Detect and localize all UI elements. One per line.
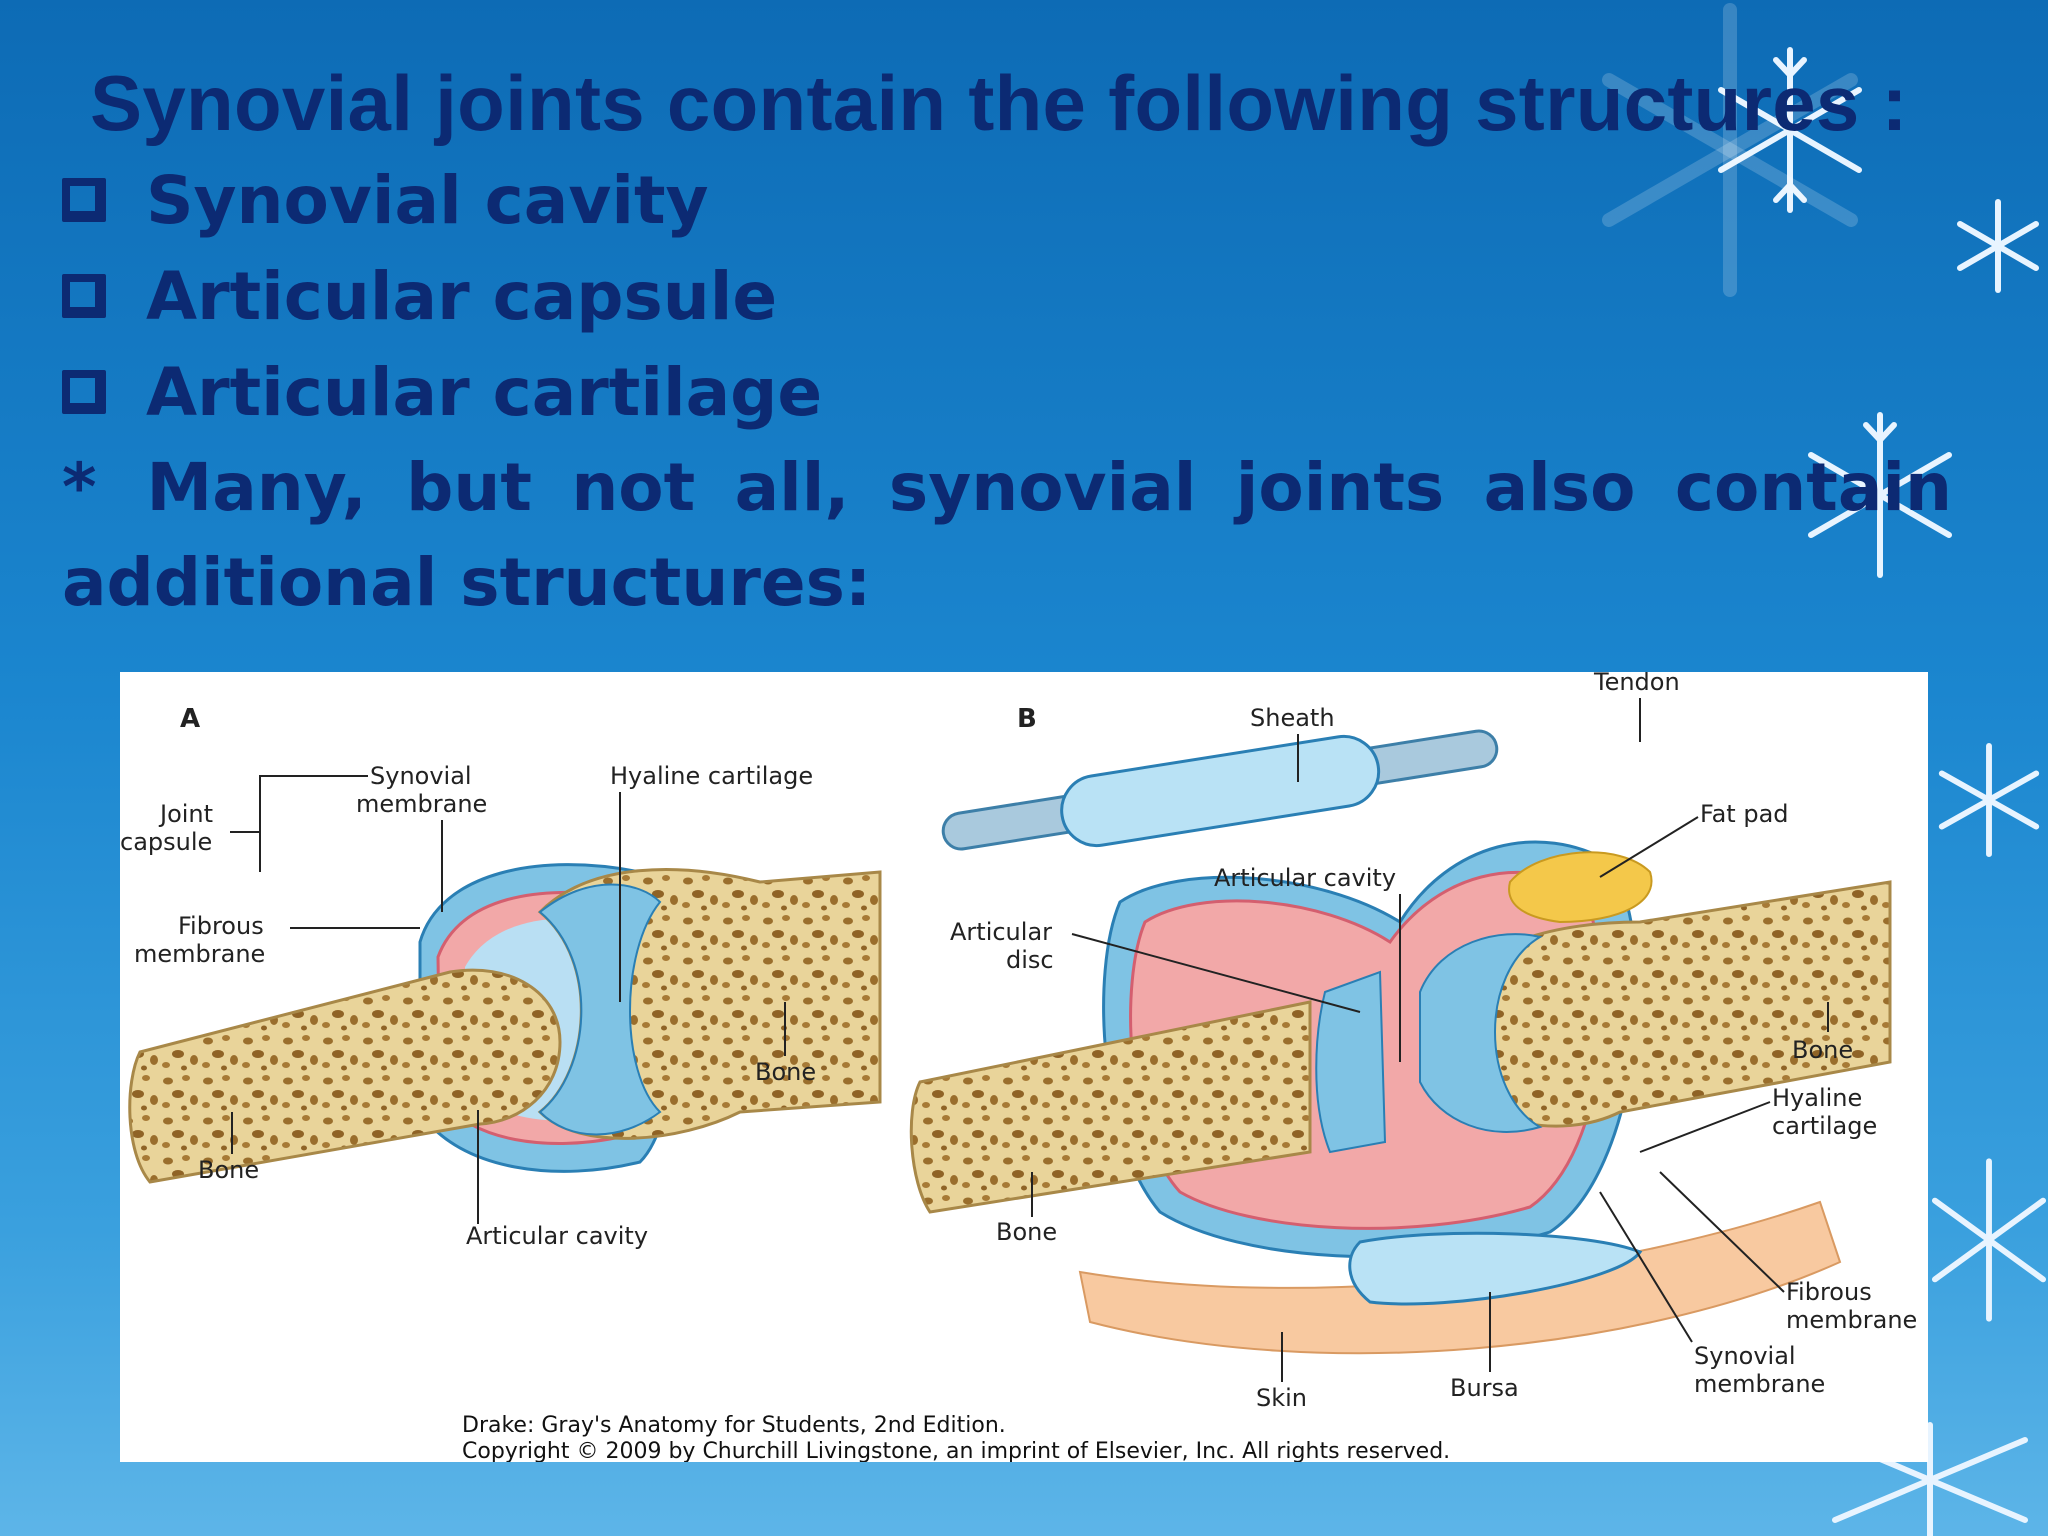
label-bone-left: Bone [198, 1156, 259, 1184]
checkbox-bullet-icon [62, 178, 106, 222]
panel-a-letter: A [180, 704, 200, 734]
leader-line [1599, 816, 1699, 878]
panel-b-letter: B [1017, 704, 1037, 734]
note-text: Many, but not all, synovial joints also … [62, 449, 1952, 621]
label-articular-cavity: Articular cavity [466, 1222, 648, 1250]
label-synovial-membrane-b: Synovial [1694, 1342, 1796, 1370]
label-fibrous-membrane: membrane [134, 940, 265, 968]
label-articular-cavity-b: Articular cavity [1214, 864, 1396, 892]
label-synovial-membrane: membrane [356, 790, 487, 818]
leader-line [1639, 1101, 1771, 1153]
label-hyaline-cartilage: Hyaline cartilage [610, 762, 813, 790]
leader-line [1659, 1171, 1785, 1293]
figure-copyright: Copyright © 2009 by Churchill Livingston… [462, 1439, 1450, 1462]
skin-shape [1078, 1200, 1842, 1355]
label-hyaline-cartilage-b: cartilage [1772, 1112, 1877, 1140]
bursa-shape [1348, 1231, 1643, 1306]
list-item: Articular cartilage [62, 344, 822, 440]
panel-b: B Tendon Sheath Fat pad Articular cavity… [909, 672, 1917, 1412]
label-joint-capsule: Joint [158, 800, 213, 828]
left-bone-shape [128, 968, 562, 1184]
snowflake-icon [1931, 1158, 2047, 1322]
list-item: Synovial cavity [62, 152, 822, 248]
label-fibrous-membrane: Fibrous [178, 912, 264, 940]
hyaline-cartilage-shape [538, 883, 662, 1136]
label-bone-right: Bone [755, 1058, 816, 1086]
slide-title: Synovial joints contain the following st… [90, 59, 1908, 147]
label-bone-b-right: Bone [1792, 1036, 1853, 1064]
label-tendon: Tendon [1593, 672, 1680, 696]
label-articular-disc: Articular [950, 918, 1052, 946]
label-articular-disc: disc [1006, 946, 1054, 974]
list-item-label: Articular capsule [146, 257, 778, 335]
panel-a: A Synovial membrane Joint capsule Fibrou… [120, 704, 882, 1250]
synovial-joint-figure: A Synovial membrane Joint capsule Fibrou… [120, 672, 1928, 1462]
snowflake-icon [1957, 199, 2039, 293]
anatomy-diagram: A Synovial membrane Joint capsule Fibrou… [120, 672, 1917, 1462]
figure-credit: Drake: Gray's Anatomy for Students, 2nd … [462, 1413, 1006, 1438]
label-synovial-membrane: Synovial [370, 762, 472, 790]
label-bone-b-left: Bone [996, 1218, 1057, 1246]
hyaline-cartilage-b-shape [1419, 933, 1543, 1133]
label-skin: Skin [1256, 1384, 1307, 1412]
label-sheath: Sheath [1250, 704, 1335, 732]
asterisk-bullet: * [62, 449, 97, 526]
label-fibrous-membrane-b: membrane [1786, 1306, 1917, 1334]
label-fat-pad: Fat pad [1700, 800, 1789, 828]
leader-line [1071, 933, 1361, 1013]
label-hyaline-cartilage-b: Hyaline [1772, 1084, 1862, 1112]
fat-pad-shape [1508, 851, 1653, 924]
snowflake-icon [1602, 3, 1858, 297]
snowflake-icon [1808, 412, 1952, 578]
additional-structures-note: *Many, but not all, synovial joints also… [62, 440, 1952, 630]
checkbox-bullet-icon [62, 370, 106, 414]
label-joint-capsule: capsule [120, 828, 212, 856]
leader-line [1599, 1191, 1693, 1343]
structure-list: Synovial cavity Articular capsule Articu… [62, 152, 822, 440]
list-item-label: Synovial cavity [146, 161, 709, 239]
sheath-shape [1060, 734, 1381, 848]
left-bone-b-shape [909, 1000, 1312, 1214]
snowflake-icon [1938, 742, 2040, 858]
label-synovial-membrane-b: membrane [1694, 1370, 1825, 1398]
checkbox-bullet-icon [62, 274, 106, 318]
label-bursa: Bursa [1450, 1374, 1519, 1402]
label-fibrous-membrane-b: Fibrous [1786, 1278, 1872, 1306]
snowflake-icon [1718, 47, 1862, 213]
articular-disc-shape [1315, 970, 1387, 1154]
list-item: Articular capsule [62, 248, 822, 344]
leader-line [259, 775, 368, 872]
list-item-label: Articular cartilage [146, 353, 823, 431]
